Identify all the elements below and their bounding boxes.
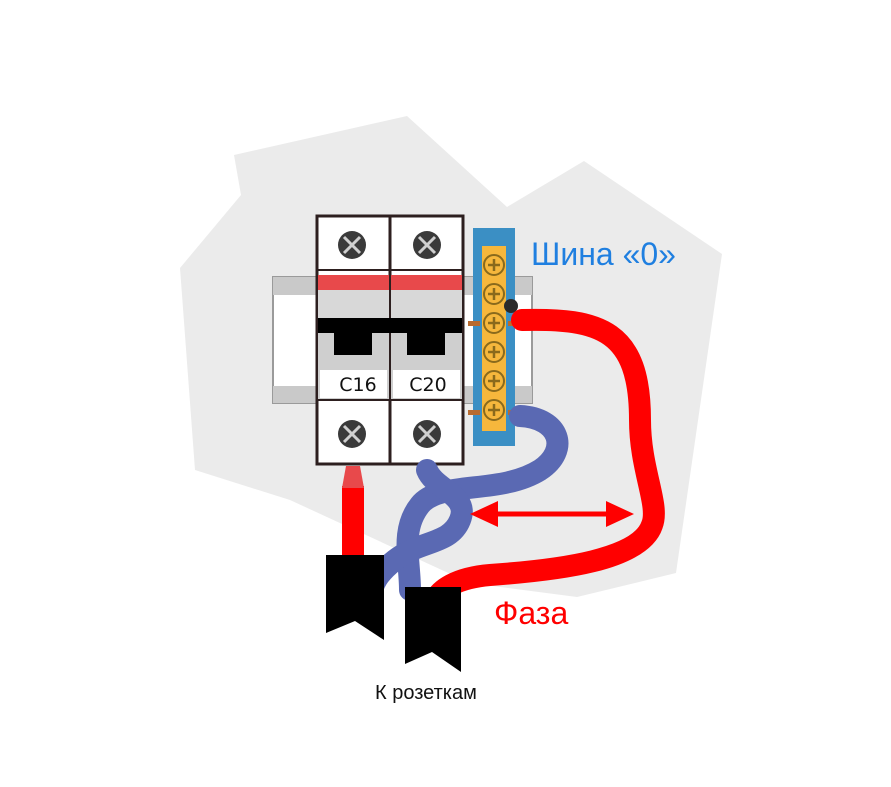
screw-icon (338, 231, 366, 259)
terminal-screw-icon (483, 283, 505, 305)
cable-end-icon (326, 555, 384, 640)
terminal-screw-icon (483, 254, 505, 276)
phase-wire (342, 466, 364, 488)
terminal-screw-icon (483, 312, 505, 334)
breaker-rating-label: C16 (339, 374, 376, 396)
to-sockets-label: К розеткам (375, 682, 477, 704)
double-arrow-icon (470, 501, 634, 527)
screw-icon (413, 231, 441, 259)
screw-icon (338, 420, 366, 448)
terminal-screw-icon (483, 370, 505, 392)
breaker-rating-label: C20 (409, 374, 446, 396)
terminal-screw-icon (483, 341, 505, 363)
phase-wire (424, 308, 665, 611)
cable-end-icon (405, 587, 461, 672)
terminal-screw-icon (483, 399, 505, 421)
phase-label: Фаза (494, 595, 568, 631)
screw-icon (413, 420, 441, 448)
neutral-bus-label: Шина «0» (531, 236, 676, 272)
breaker-block: C16 C20 (315, 214, 465, 466)
phase-wire (342, 486, 364, 556)
